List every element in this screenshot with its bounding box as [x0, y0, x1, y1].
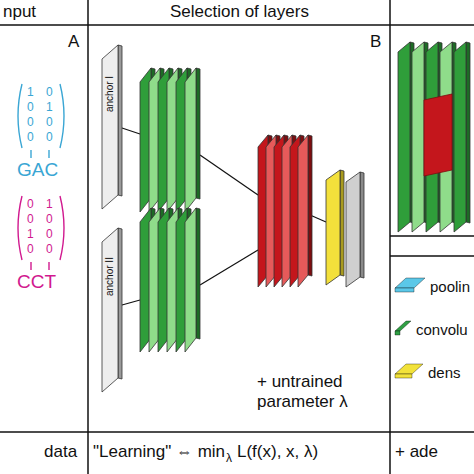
link-line [30, 262, 31, 270]
layer-plate [466, 42, 470, 223]
sequence-text: GAC [17, 159, 58, 181]
link-line [48, 150, 49, 158]
link-line [200, 250, 258, 285]
layer-plate [340, 170, 344, 276]
layer-plate [326, 170, 340, 285]
panel-letter: B [370, 32, 381, 52]
matrix-bracket [60, 84, 64, 148]
legend-text: convolu [416, 321, 468, 338]
matrix-row: 0 1 [27, 101, 53, 115]
frame-line [87, 0, 89, 474]
frame-line [0, 431, 474, 433]
legend-swatch-shape [395, 278, 425, 288]
layer-plate [412, 42, 424, 232]
anchor-label: anchor II [104, 257, 116, 296]
layer-plate [308, 135, 312, 276]
legend-swatch-shape [395, 321, 411, 331]
layer-plate [102, 228, 118, 392]
matrix-row: 0 1 [27, 198, 53, 212]
legend-swatch-shape [395, 364, 423, 374]
formula-subscript: λ [226, 452, 232, 466]
row-label: + ade [395, 442, 438, 462]
matrix-row: 0 0 [27, 131, 53, 145]
column-heading: nput [3, 2, 36, 22]
matrix-bracket [18, 196, 22, 260]
legend-text: dens [428, 364, 461, 381]
layer-plate [102, 45, 118, 209]
frame-line [389, 0, 391, 474]
frame-line [390, 255, 474, 257]
layer-plate [196, 68, 200, 199]
matrix-row: 0 0 [27, 243, 53, 257]
formula-text: L(f(x), x, λ) [237, 442, 318, 462]
matrix-bracket [18, 84, 22, 148]
frame-line [390, 235, 474, 237]
legend-swatch-edge [395, 288, 414, 292]
link-line [48, 262, 49, 270]
column-heading: Selection of layers [170, 2, 309, 22]
formula-text: "Learning" ⇔ min [93, 442, 225, 462]
anchor-label: anchor I [104, 76, 116, 112]
legend-swatch [394, 315, 412, 341]
legend-text: poolin [430, 278, 470, 295]
layer-plate [185, 208, 196, 352]
row-label: data [44, 442, 77, 462]
layer-plate [118, 45, 122, 196]
matrix-row: 1 0 [27, 86, 53, 100]
layer-plate [196, 208, 200, 339]
link-line [200, 155, 258, 195]
legend-swatch-edge [395, 374, 412, 378]
layer-plate [346, 172, 360, 287]
link-line [122, 300, 140, 305]
layer-plate [454, 42, 466, 232]
frame-line [0, 24, 474, 26]
layer-plate [298, 135, 308, 287]
legend-swatch [394, 272, 426, 298]
panel-letter: A [68, 32, 79, 52]
matrix-bracket [60, 196, 64, 260]
matrix-row: 0 0 [27, 213, 53, 227]
note-text: + untrained parameter λ [257, 372, 382, 413]
layer-plate [118, 228, 122, 379]
inner-block [424, 94, 452, 176]
matrix-row: 1 0 [27, 228, 53, 242]
layer-plate [360, 172, 364, 278]
layer-plate [398, 42, 410, 232]
sequence-text: CCT [17, 271, 56, 293]
matrix-row: 0 0 [27, 116, 53, 130]
link-line [30, 150, 31, 158]
layer-plate [185, 68, 196, 212]
link-line [122, 128, 140, 134]
legend-swatch [394, 358, 424, 384]
legend-swatch-edge [395, 331, 400, 335]
